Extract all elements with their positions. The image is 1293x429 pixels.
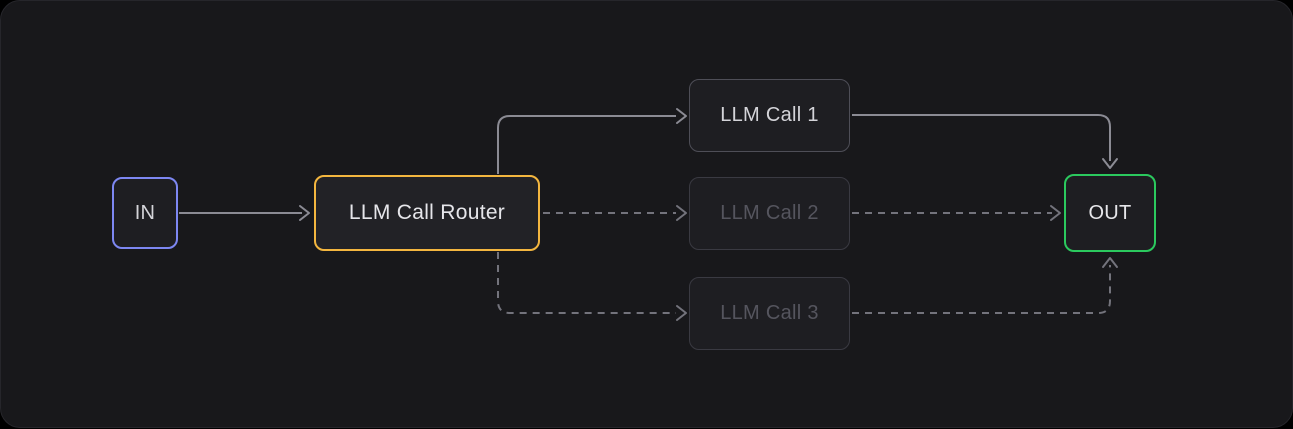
arrowhead-in-router xyxy=(299,205,310,221)
node-out[interactable]: OUT xyxy=(1064,174,1156,252)
arrowhead-router-call3 xyxy=(676,305,687,321)
node-in[interactable]: IN xyxy=(112,177,178,249)
node-router-label: LLM Call Router xyxy=(348,201,506,224)
edge-router-call1 xyxy=(497,115,676,174)
arrowhead-call1-out xyxy=(1102,158,1118,169)
arrowhead-router-call2 xyxy=(676,205,687,221)
edge-router-call3 xyxy=(497,252,676,314)
node-llm-call-2[interactable]: LLM Call 2 xyxy=(689,177,850,250)
arrowhead-call2-out xyxy=(1050,205,1061,221)
edge-call1-out xyxy=(852,114,1111,161)
arrowhead-router-call1 xyxy=(676,108,687,124)
node-out-label: OUT xyxy=(1088,201,1132,224)
node-llm-call-1[interactable]: LLM Call 1 xyxy=(689,79,850,152)
node-call2-label: LLM Call 2 xyxy=(720,202,819,224)
node-call1-label: LLM Call 1 xyxy=(720,104,819,126)
arrowhead-call3-out xyxy=(1102,257,1118,268)
node-llm-call-router[interactable]: LLM Call Router xyxy=(314,175,540,251)
node-call3-label: LLM Call 3 xyxy=(720,302,819,324)
node-in-label: IN xyxy=(134,201,156,224)
node-llm-call-3[interactable]: LLM Call 3 xyxy=(689,277,850,350)
edge-call3-out xyxy=(852,265,1111,314)
